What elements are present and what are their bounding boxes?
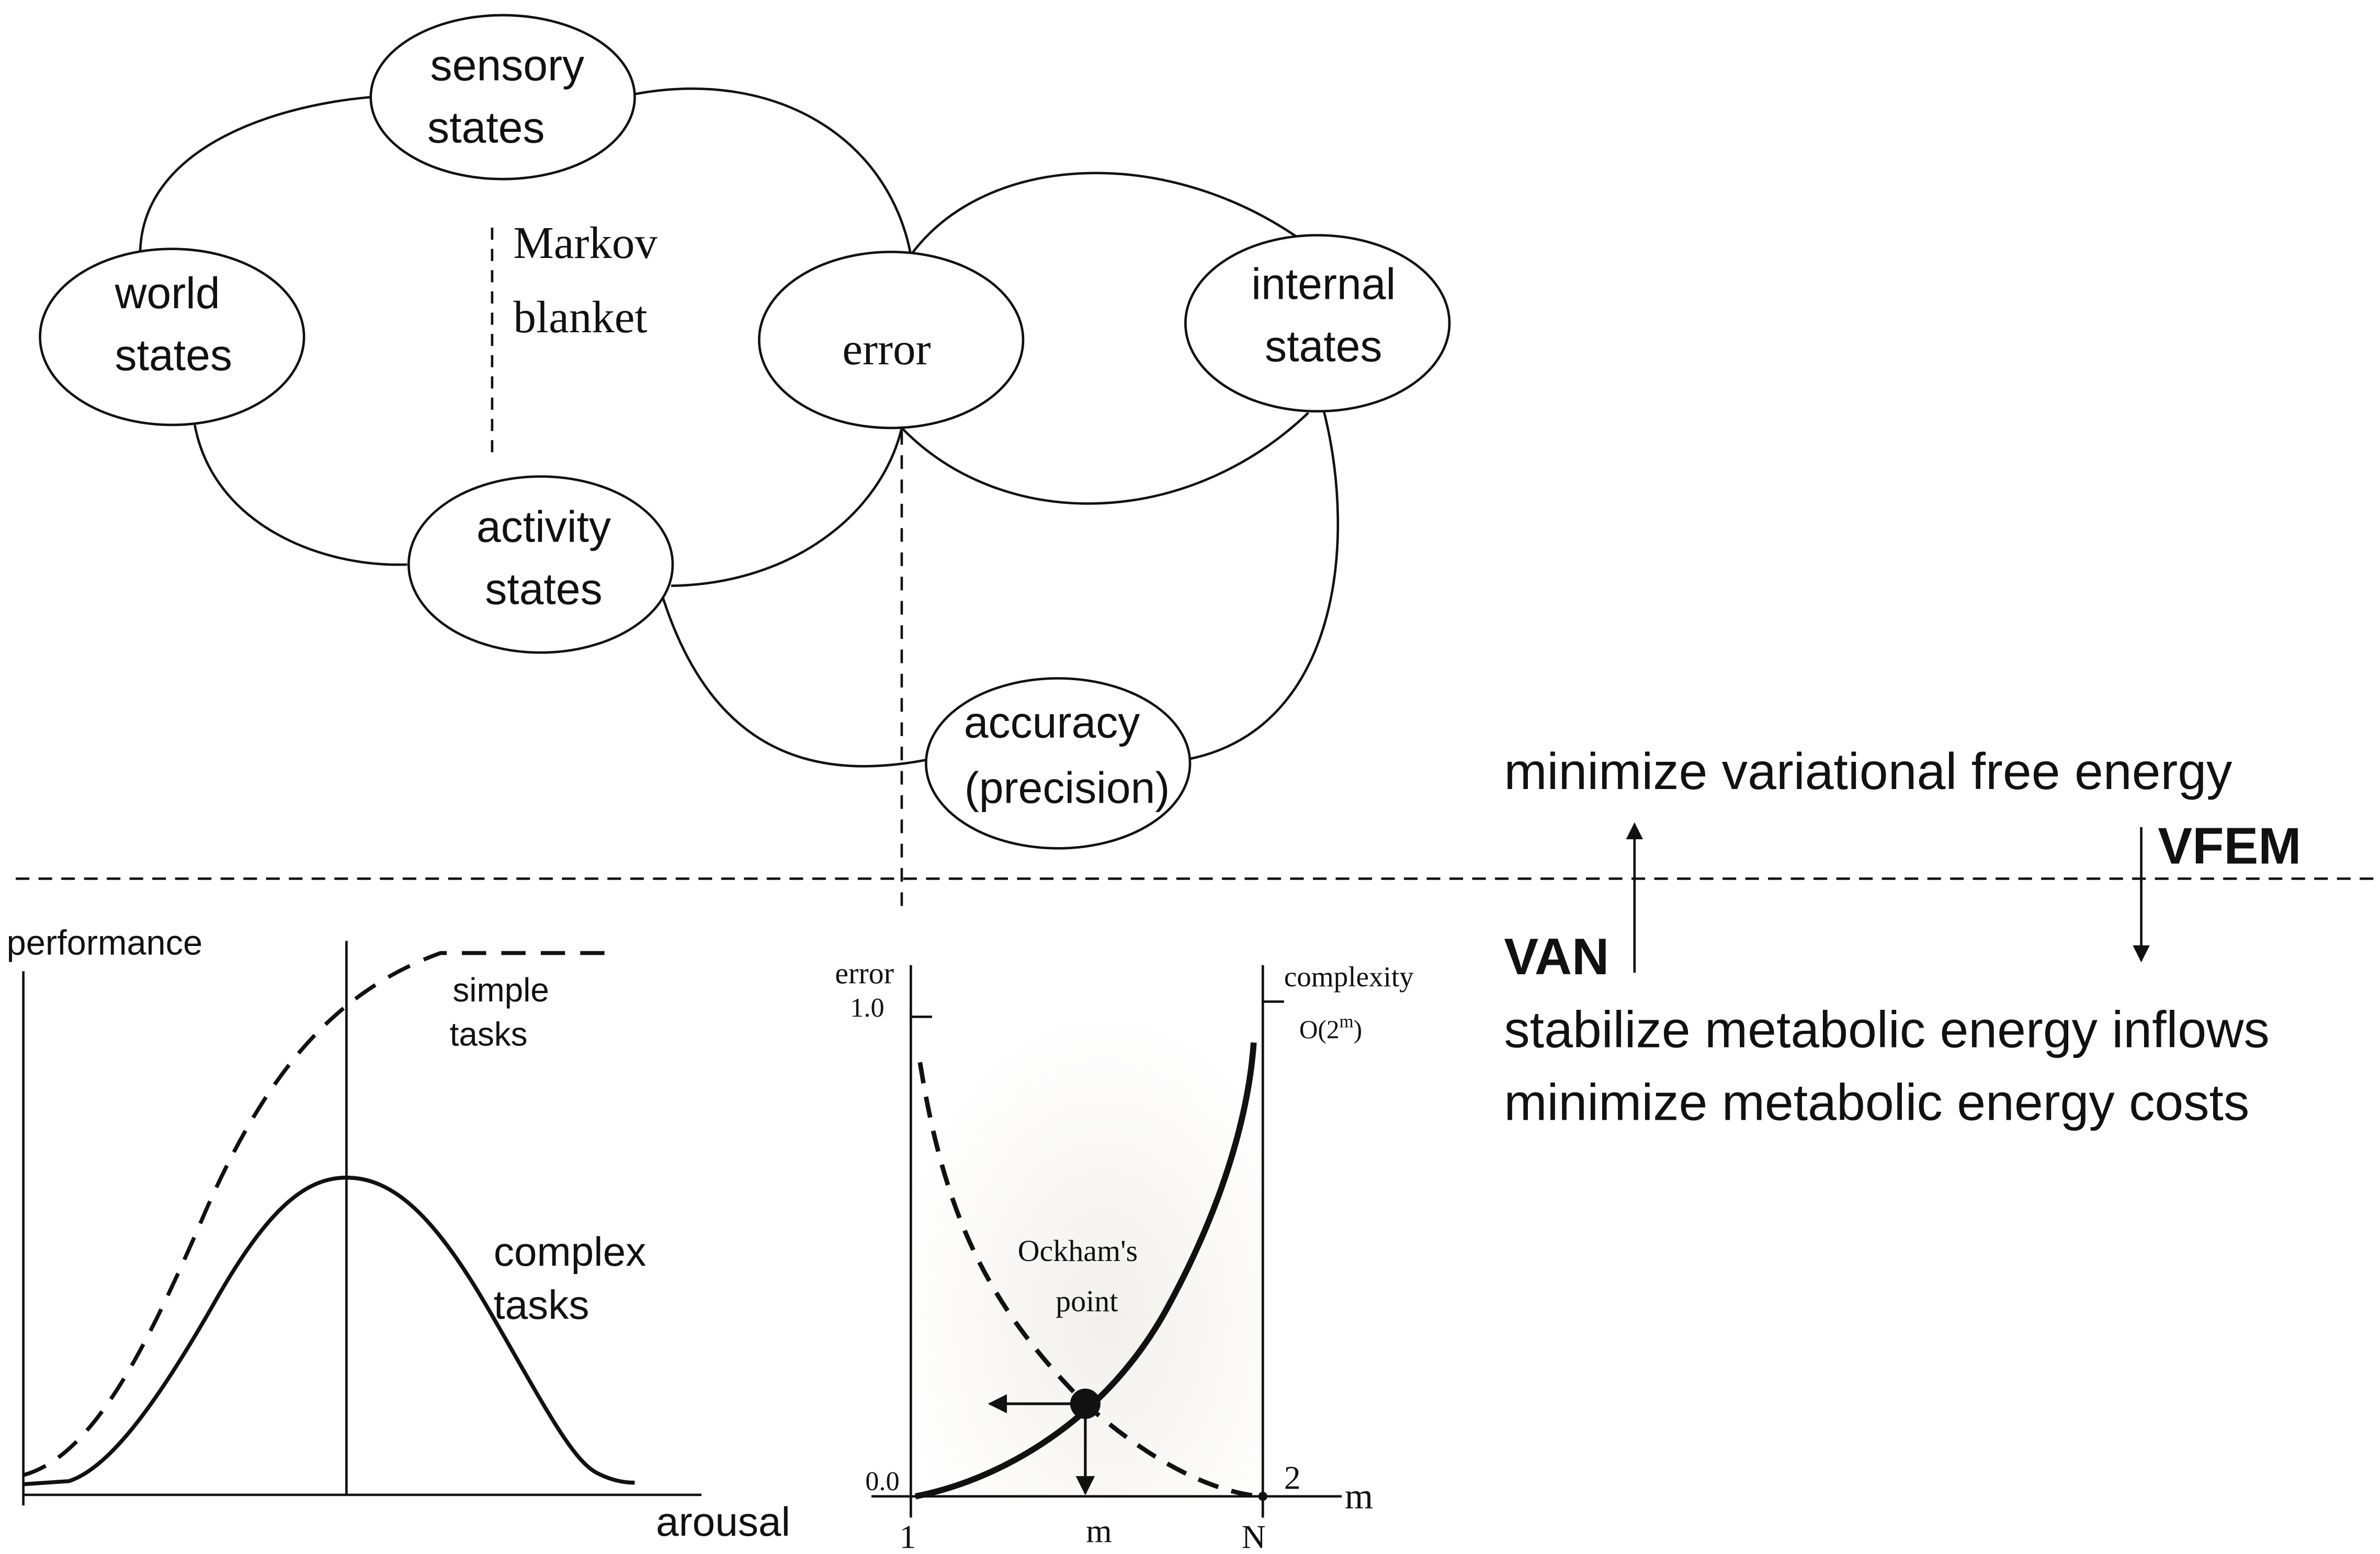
node-activity-states (407, 475, 674, 654)
state-nodes (39, 14, 1451, 850)
complex-tasks-curve (23, 1175, 635, 1487)
node-internal-states (1184, 234, 1451, 413)
yd-ylabel: performance (7, 924, 202, 962)
edge-error-internal-bottom (901, 412, 1309, 505)
ockham-right-bottom: 2 (1284, 1459, 1301, 1496)
accuracy-label-2: (precision) (965, 763, 1170, 812)
node-labels: sensory states world states internal sta… (115, 41, 1396, 813)
sensory-label-2: states (427, 103, 545, 152)
error-curve-dashed (917, 1062, 1260, 1499)
ockham-chart: error 1.0 0.0 complexity O(2m) 2 m 1 m N… (835, 956, 1414, 1554)
world-label-2: states (115, 331, 232, 380)
sensory-label-1: sensory (430, 41, 585, 90)
internal-label-2: states (1265, 321, 1382, 370)
ockham-x-tick-N: N (1242, 1518, 1266, 1554)
ockham-point-label-2: point (1056, 1284, 1118, 1318)
edge-sensory-error (634, 87, 912, 255)
node-error (757, 251, 1025, 430)
activity-label-2: states (485, 564, 602, 613)
accuracy-label-1: accuracy (964, 698, 1140, 747)
ockham-x-tick-1: 1 (900, 1518, 916, 1554)
edge-world-activity (194, 424, 407, 566)
markov-label-1: Markov (513, 217, 658, 268)
complexity-curve (914, 1042, 1257, 1500)
edge-world-sensory (139, 96, 371, 255)
error-label: error (842, 323, 931, 374)
edge-activity-error (671, 427, 903, 587)
ockham-labels: error 1.0 0.0 complexity O(2m) 2 m 1 m N… (835, 956, 1414, 1554)
ockham-x-end: m (1345, 1477, 1373, 1517)
node-sensory-states (369, 14, 636, 181)
edge-error-internal-top (910, 172, 1306, 256)
node-accuracy-precision (925, 677, 1192, 850)
connector-curves (139, 87, 1340, 768)
ockham-y-bottom: 0.0 (865, 1466, 899, 1496)
world-label-1: world (115, 268, 220, 318)
complex-tasks-label-2: tasks (494, 1281, 590, 1327)
markov-blanket-label: Markov blanket (513, 217, 658, 342)
simple-tasks-curve (22, 951, 608, 1477)
energy-text: minimize variational free energy VFEM VA… (1504, 742, 2301, 1131)
ockham-right-sub: O(2m) (1299, 1011, 1362, 1044)
yerkes-dodson-chart: performance arousal simple tasks complex… (7, 924, 790, 1545)
complex-tasks-label-1: complex (494, 1229, 647, 1275)
activity-label-1: activity (477, 502, 611, 551)
vfem-label: VFEM (2158, 817, 2301, 874)
ockham-right-label: complexity (1284, 961, 1414, 993)
ockham-x-tick-m: m (1086, 1512, 1112, 1549)
minimize-costs-text: minimize metabolic energy costs (1504, 1073, 2249, 1131)
internal-label-1: internal (1251, 259, 1396, 308)
van-label: VAN (1504, 928, 1609, 985)
stabilize-text: stabilize metabolic energy inflows (1504, 1000, 2269, 1058)
node-world-states (39, 247, 305, 426)
ockham-right-bottom-dot (1258, 1492, 1267, 1501)
simple-tasks-label-1: simple (452, 971, 549, 1009)
ockham-point-label-1: Ockham's (1018, 1234, 1138, 1268)
ockham-ylabel: error (835, 956, 894, 990)
edge-internal-accuracy (1189, 409, 1340, 760)
minimize-vfe-text: minimize variational free energy (1504, 742, 2232, 800)
simple-tasks-label-2: tasks (450, 1015, 528, 1053)
yd-xlabel: arousal (656, 1499, 790, 1545)
ockham-y-top: 1.0 (850, 993, 884, 1023)
markov-label-2: blanket (513, 291, 647, 342)
edge-activity-accuracy (661, 594, 933, 768)
